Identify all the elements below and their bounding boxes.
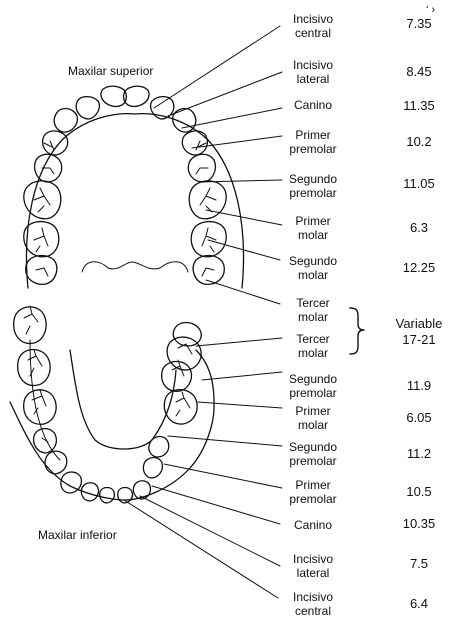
mandibular-tooth-label: Incisivo central	[268, 590, 358, 618]
lower-tooth-right-molar-1	[162, 361, 192, 391]
lower-tooth-left-molar-2	[18, 350, 50, 386]
upper-tooth-left-central	[101, 86, 126, 106]
mandibular-tooth-value: 6.05	[384, 410, 452, 425]
upper-tooth-right-premolar-1	[182, 131, 207, 155]
lower-tooth-left-premolar-2	[34, 429, 57, 453]
upper-tooth-left-molar-2	[24, 222, 59, 257]
lower-tooth-right-premolar-1	[149, 436, 169, 457]
maxillary-teeth	[24, 86, 226, 284]
mandibular-inner-outline	[70, 350, 176, 449]
maxillary-tooth-label: Incisivo lateral	[268, 58, 358, 86]
maxillary-tooth-label: Segundo premolar	[268, 172, 358, 200]
maxillary-tooth-value: 11.05	[384, 176, 452, 191]
upper-tooth-right-molar-2	[191, 222, 226, 257]
mandibular-tooth-value: 10.5	[384, 484, 452, 499]
mandibular-tooth-label: Tercer molar	[268, 332, 358, 360]
lower-tooth-right-molar-3	[173, 323, 201, 347]
mandibular-tooth-label: Segundo premolar	[268, 440, 358, 468]
mandibular-tooth-label: Segundo premolar	[268, 372, 358, 400]
maxillary-title: Maxilar superior	[68, 64, 153, 78]
lower-tooth-left-molar-3	[14, 307, 46, 344]
upper-tooth-right-central	[124, 86, 149, 106]
maxillary-tooth-label: Canino	[268, 98, 358, 112]
mandibular-teeth	[14, 307, 202, 503]
maxillary-arch	[24, 86, 244, 288]
mandibular-arch	[10, 306, 214, 503]
maxillary-tooth-value: 12.25	[384, 260, 452, 275]
maxillary-tooth-label: Incisivo central	[268, 12, 358, 40]
mandibular-tooth-value: 11.2	[384, 446, 452, 461]
mandibular-tooth-value: 6.4	[384, 596, 452, 611]
mandibular-tooth-value: 10.35	[384, 516, 452, 531]
lower-tooth-right-lateral	[133, 481, 150, 499]
maxillary-tooth-value: 8.45	[384, 64, 452, 79]
lower-tooth-right-canine	[143, 457, 162, 478]
mandibular-tooth-label: Primer premolar	[268, 478, 358, 506]
upper-tooth-left-lateral	[76, 97, 99, 119]
upper-tooth-right-molar-3	[193, 255, 224, 284]
maxillary-inner-ridge	[82, 262, 188, 272]
mandibular-tooth-label: Canino	[268, 518, 358, 532]
upper-tooth-left-premolar-1	[43, 131, 68, 155]
maxillary-tooth-value: 11.35	[384, 98, 452, 113]
mandibular-tooth-label: Incisivo lateral	[268, 552, 358, 580]
maxillary-palate-outline	[26, 114, 243, 288]
maxillary-tooth-label: Primer premolar	[268, 128, 358, 156]
maxillary-tooth-value: 7.35	[384, 16, 452, 31]
maxillary-tooth-label: Segundo molar	[268, 254, 358, 282]
lower-tooth-left-central	[100, 488, 115, 504]
upper-tooth-left-molar-3	[26, 255, 57, 284]
maxillary-tooth-label: Tercer molar	[268, 296, 358, 324]
third-molar-value-line1: Variable	[384, 316, 452, 331]
mandibular-tooth-value: 7.5	[384, 556, 452, 571]
lower-tooth-left-molar-1	[24, 390, 56, 424]
maxillary-tooth-value: 10.2	[384, 134, 452, 149]
maxillary-tooth-value: 6.3	[384, 220, 452, 235]
leader-lines	[124, 26, 282, 598]
lower-tooth-right-molar-2	[167, 337, 201, 370]
lower-tooth-left-premolar-1	[45, 451, 67, 474]
corner-mark: ‘ ›	[426, 4, 435, 16]
mandibular-tooth-label: Primer molar	[268, 404, 358, 432]
maxillary-fissures	[34, 141, 216, 276]
maxillary-tooth-label: Primer molar	[268, 214, 358, 242]
mandibular-title: Maxilar inferior	[38, 528, 117, 542]
mandibular-tooth-value: 11.9	[384, 378, 452, 393]
upper-tooth-left-canine	[54, 108, 77, 132]
third-molar-value-line2: 17-21	[384, 332, 452, 347]
